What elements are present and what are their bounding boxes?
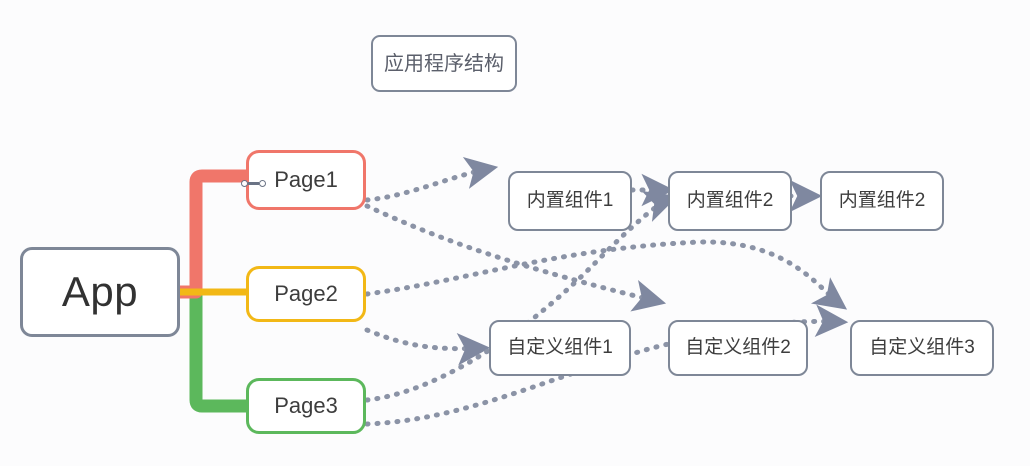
- node-custom-component-3-label: 自定义组件3: [869, 336, 975, 358]
- branch-green-app-to-page3: [180, 285, 246, 413]
- node-builtin-component-2-label: 内置组件2: [686, 189, 774, 211]
- node-builtin-component-1-label: 内置组件1: [526, 189, 614, 211]
- handle-dot-left: [241, 180, 248, 187]
- link-page2-to-custom3: [364, 239, 848, 310]
- node-page3[interactable]: Page3: [246, 378, 366, 434]
- link-page2-to-custom1: [364, 327, 491, 366]
- node-page1-label: Page1: [274, 166, 338, 192]
- node-builtin-component-3-label: 内置组件2: [838, 189, 926, 211]
- node-builtin-component-2[interactable]: 内置组件2: [668, 171, 792, 231]
- node-page1[interactable]: Page1: [246, 150, 366, 210]
- branch-orange-app-to-page1: [180, 169, 246, 299]
- node-page2[interactable]: Page2: [246, 266, 366, 322]
- node-app-label: App: [61, 267, 139, 315]
- node-custom-component-1-label: 自定义组件1: [507, 336, 613, 358]
- handle-dot-right: [259, 180, 266, 187]
- node-custom-component-2-label: 自定义组件2: [685, 336, 791, 358]
- node-builtin-component-1[interactable]: 内置组件1: [508, 171, 632, 231]
- node-page1-connector-handle[interactable]: [241, 180, 266, 187]
- link-page1-to-builtin1: [364, 157, 499, 203]
- diagram-title-box[interactable]: 应用程序结构: [371, 35, 517, 92]
- node-custom-component-2[interactable]: 自定义组件2: [668, 320, 808, 376]
- node-builtin-component-3[interactable]: 内置组件2: [820, 171, 944, 231]
- node-page2-label: Page2: [274, 280, 338, 306]
- node-custom-component-1[interactable]: 自定义组件1: [489, 320, 631, 376]
- handle-bar: [248, 182, 259, 185]
- node-page3-label: Page3: [274, 392, 338, 418]
- node-custom-component-3[interactable]: 自定义组件3: [850, 320, 994, 376]
- node-app[interactable]: App: [20, 247, 180, 337]
- diagram-title-label: 应用程序结构: [384, 52, 504, 75]
